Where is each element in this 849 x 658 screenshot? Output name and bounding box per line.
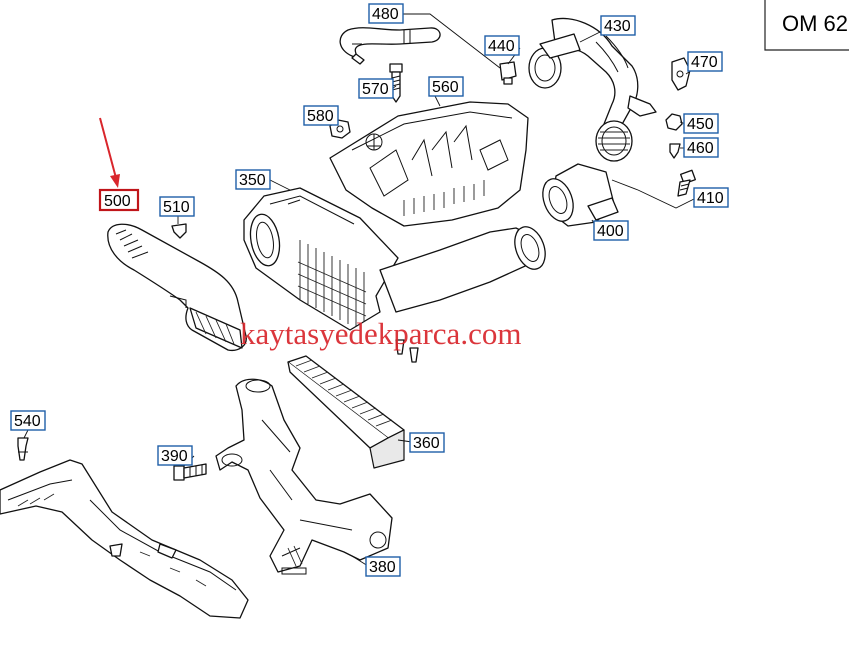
part-480-hose	[339, 27, 441, 65]
part-560-engine-cover	[329, 101, 529, 227]
svg-text:430: 430	[604, 18, 631, 35]
callout-430: 430	[600, 15, 636, 36]
callout-560: 560	[428, 76, 464, 97]
part-450-nut	[665, 113, 683, 131]
svg-text:360: 360	[413, 435, 440, 452]
svg-text:390: 390	[161, 448, 188, 465]
svg-text:350: 350	[239, 172, 266, 189]
part-460-clip	[669, 143, 681, 159]
callout-390: 390	[157, 445, 193, 466]
callout-460: 460	[683, 137, 719, 158]
part-500-intake-duct	[107, 223, 247, 352]
svg-text:440: 440	[488, 38, 515, 55]
svg-text:410: 410	[697, 190, 724, 207]
watermark-text: kaytasyedekparca.com	[240, 316, 521, 351]
part-410-bolt	[677, 169, 696, 197]
svg-text:400: 400	[597, 223, 624, 240]
callout-350: 350	[235, 169, 271, 190]
svg-text:480: 480	[372, 6, 399, 23]
svg-text:450: 450	[687, 116, 714, 133]
part-390-bolt	[173, 463, 207, 481]
svg-text:470: 470	[691, 54, 718, 71]
part-470-clip	[671, 57, 691, 91]
part-510-clip	[171, 223, 187, 239]
engine-label: OM 62	[782, 11, 848, 36]
red-indicator-arrow	[99, 117, 120, 188]
svg-text:510: 510	[163, 199, 190, 216]
svg-text:540: 540	[14, 413, 41, 430]
part-360-filter-element	[287, 355, 405, 469]
svg-text:580: 580	[307, 108, 334, 125]
callout-400: 400	[593, 220, 629, 241]
callout-450: 450	[683, 113, 719, 134]
callout-570: 570	[358, 78, 394, 99]
part-380-support-bracket	[215, 378, 393, 575]
svg-text:500: 500	[104, 193, 131, 210]
callout-380: 380	[365, 556, 401, 577]
callout-510: 510	[159, 196, 195, 217]
part-540-clip	[17, 437, 29, 461]
callout-360: 360	[409, 432, 445, 453]
part-430-intake-hose	[528, 17, 657, 162]
callout-500: 500	[98, 188, 140, 212]
svg-text:460: 460	[687, 140, 714, 157]
svg-text:560: 560	[432, 79, 459, 96]
part-440-sensor	[499, 61, 517, 85]
callout-540: 540	[10, 410, 46, 431]
callout-440: 440	[484, 35, 520, 56]
part-400-airflow-sensor	[542, 163, 619, 227]
part-350-air-filter-housing	[243, 187, 546, 363]
svg-text:570: 570	[362, 81, 389, 98]
callout-410: 410	[693, 187, 729, 208]
callout-480: 480	[368, 3, 404, 24]
engine-label-box: OM 62	[764, 0, 849, 51]
callout-580: 580	[303, 105, 339, 126]
svg-text:380: 380	[369, 559, 396, 576]
callout-470: 470	[687, 51, 723, 72]
cross-member	[0, 459, 249, 619]
